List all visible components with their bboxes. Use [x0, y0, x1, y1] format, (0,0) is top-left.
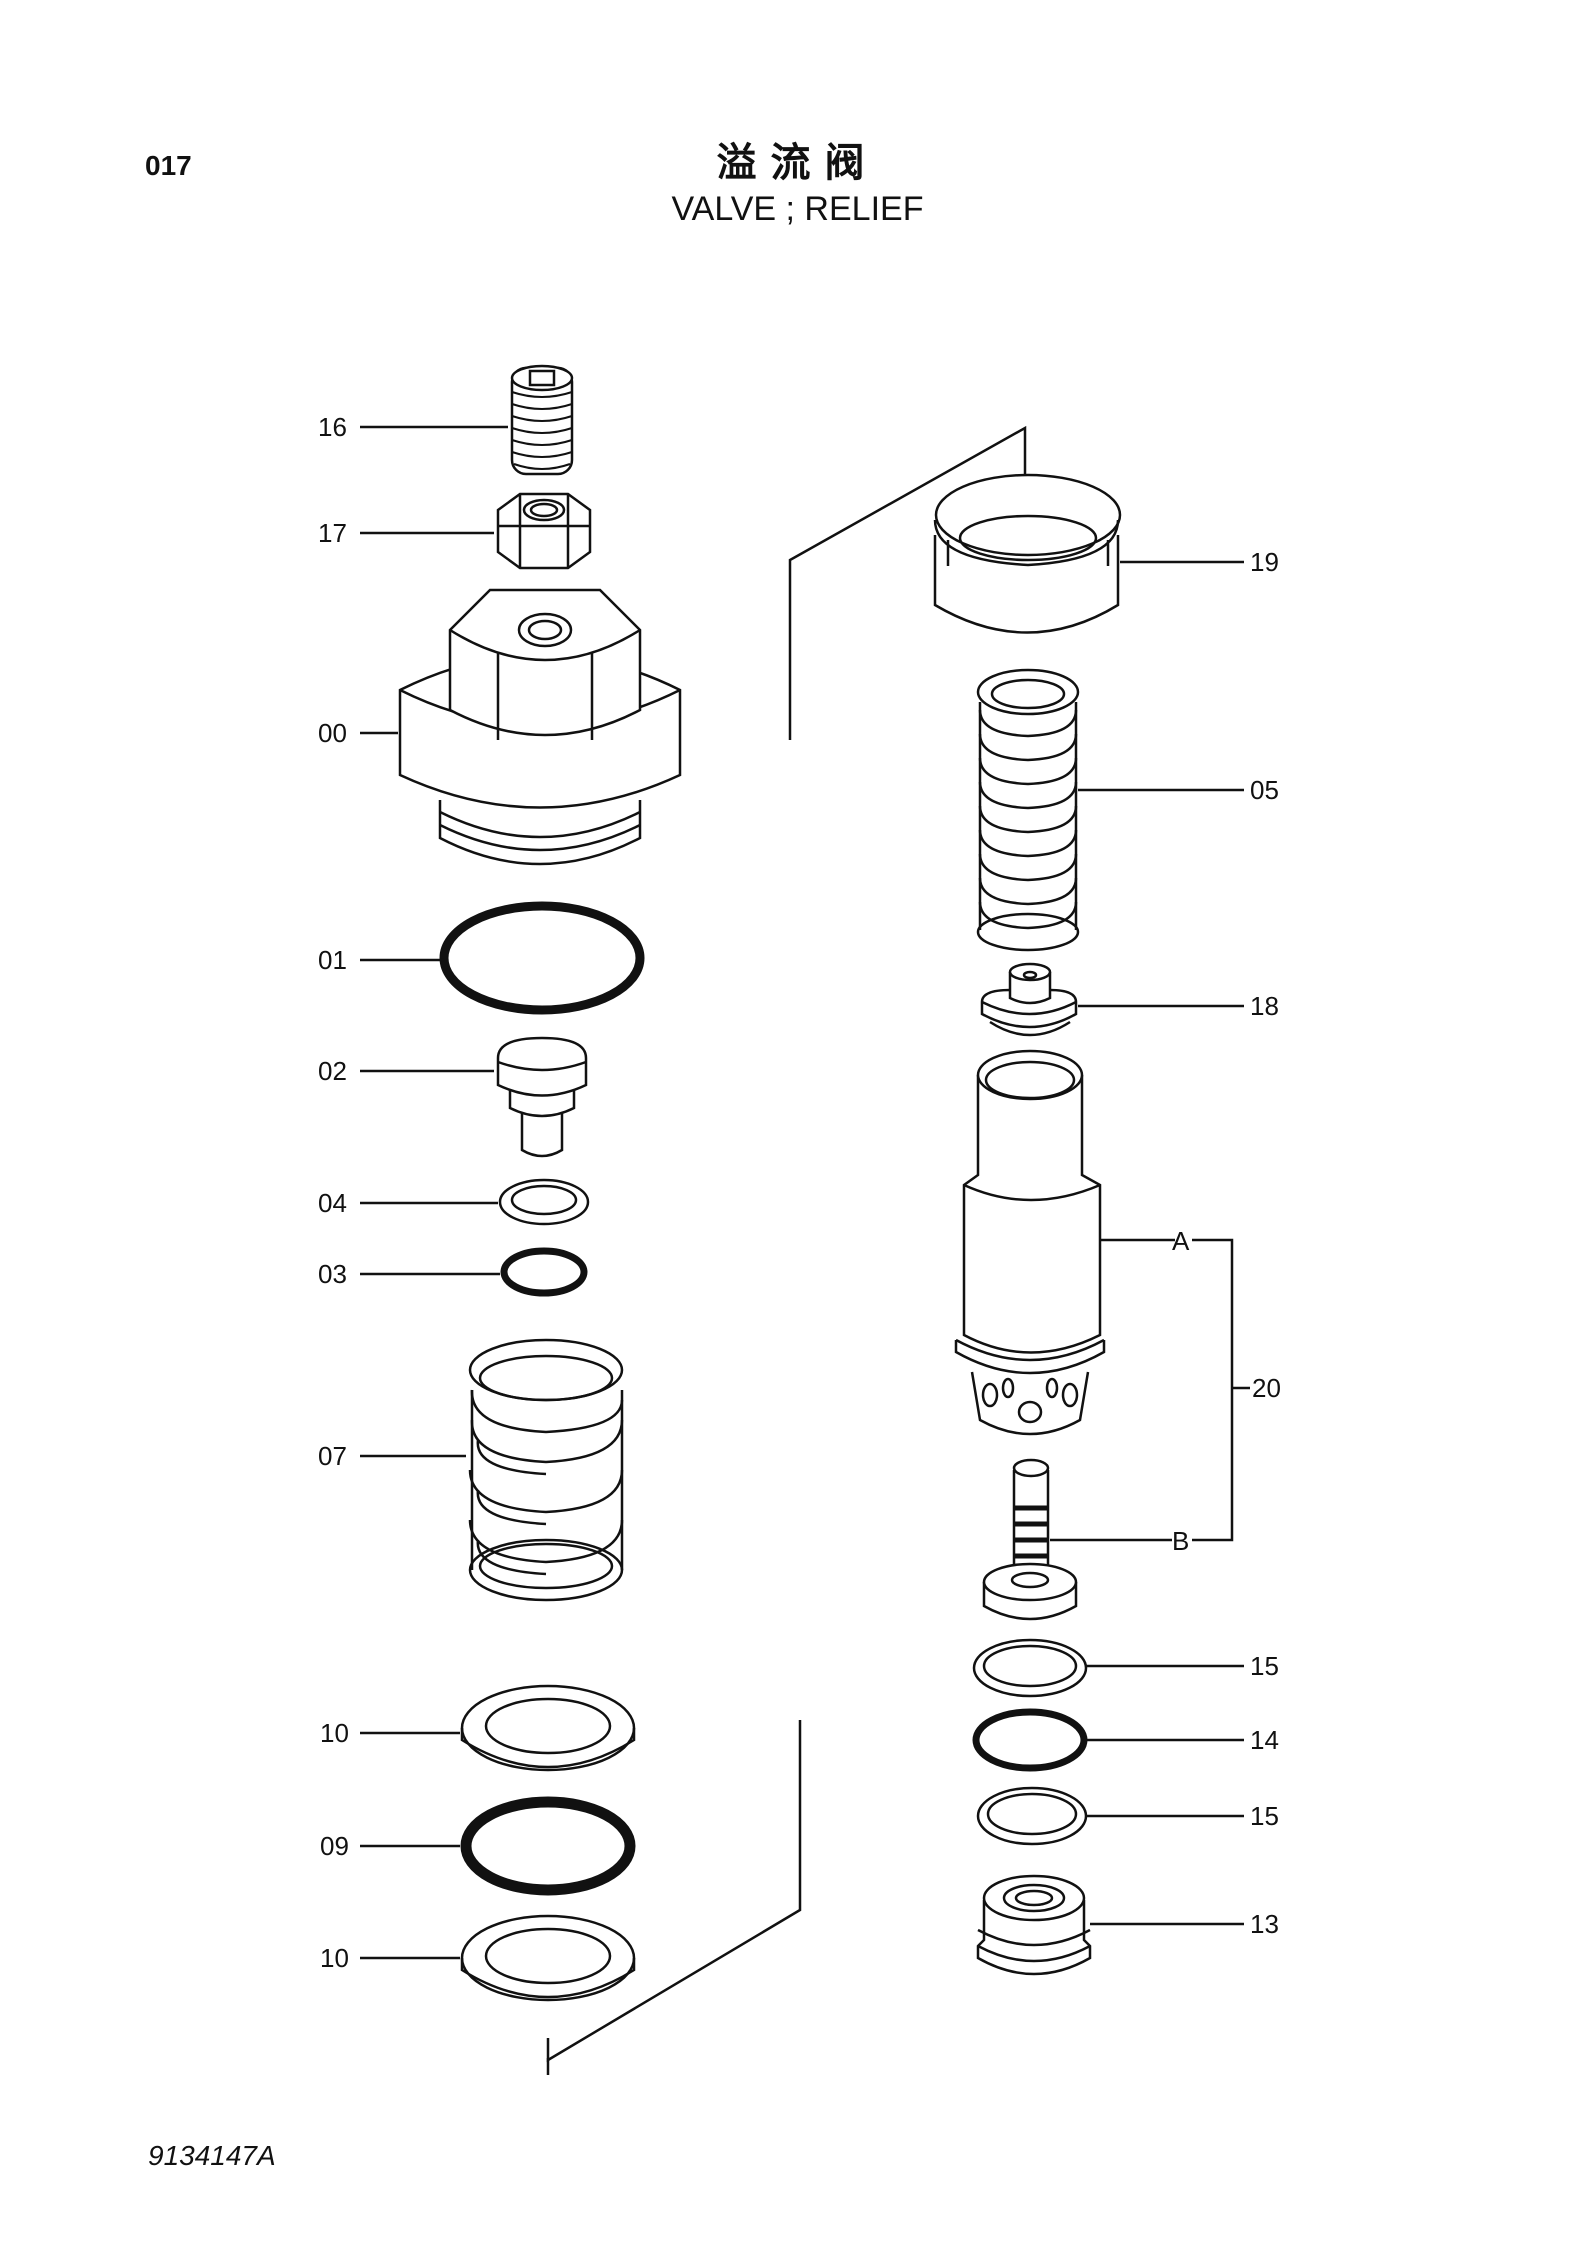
document-code: 9134147A [148, 2140, 276, 2171]
part-18-poppet [980, 962, 1078, 1037]
callout-05: 05 [1250, 775, 1279, 805]
title-chinese: 溢流阀 [716, 140, 879, 186]
part-15-backup-ring-lower [976, 1786, 1088, 1846]
callout-02: 02 [318, 1056, 347, 1086]
part-16-set-screw [510, 364, 574, 476]
callout-00: 00 [318, 718, 347, 748]
callout-13: 13 [1250, 1909, 1279, 1939]
part-20a-sleeve [954, 1049, 1106, 1436]
part-13-plug [976, 1874, 1092, 1976]
callout-14: 14 [1250, 1725, 1279, 1755]
callout-20: 20 [1252, 1373, 1281, 1403]
part-20b-stem [982, 1458, 1078, 1621]
callout-04: 04 [318, 1188, 347, 1218]
callout-A: A [1172, 1226, 1190, 1256]
callout-07: 07 [318, 1441, 347, 1471]
page-number: 017 [145, 150, 192, 181]
callout-09: 09 [320, 1831, 349, 1861]
title-english: VALVE ; RELIEF [671, 190, 924, 228]
part-00-body [398, 588, 682, 866]
part-19-cap [933, 473, 1122, 634]
callout-16: 16 [318, 412, 347, 442]
part-07-spring [468, 1338, 624, 1602]
part-02-piston [496, 1036, 588, 1158]
callout-01: 01 [318, 945, 347, 975]
part-03-o-ring [500, 1247, 588, 1297]
callout-B: B [1172, 1526, 1189, 1556]
callout-18: 18 [1250, 991, 1279, 1021]
part-04-backup-ring [498, 1178, 590, 1226]
part-14-o-ring [972, 1708, 1088, 1772]
callout-10-lower: 10 [320, 1943, 349, 1973]
part-17-nut [496, 492, 592, 570]
part-01-o-ring [439, 901, 645, 1015]
callout-10-upper: 10 [320, 1718, 349, 1748]
part-10-washer-upper [460, 1684, 636, 1772]
assembly-connector-lower [546, 1720, 802, 2063]
part-15-backup-ring-upper [972, 1638, 1088, 1698]
callout-17: 17 [318, 518, 347, 548]
part-10-washer-lower [460, 1914, 636, 2002]
callout-15-upper: 15 [1250, 1651, 1279, 1681]
callout-03: 03 [318, 1259, 347, 1289]
bracket-20 [1192, 1238, 1234, 1542]
part-05-spring [976, 668, 1080, 952]
callout-15-lower: 15 [1250, 1801, 1279, 1831]
callout-19: 19 [1250, 547, 1279, 577]
part-09-o-ring [460, 1796, 636, 1896]
